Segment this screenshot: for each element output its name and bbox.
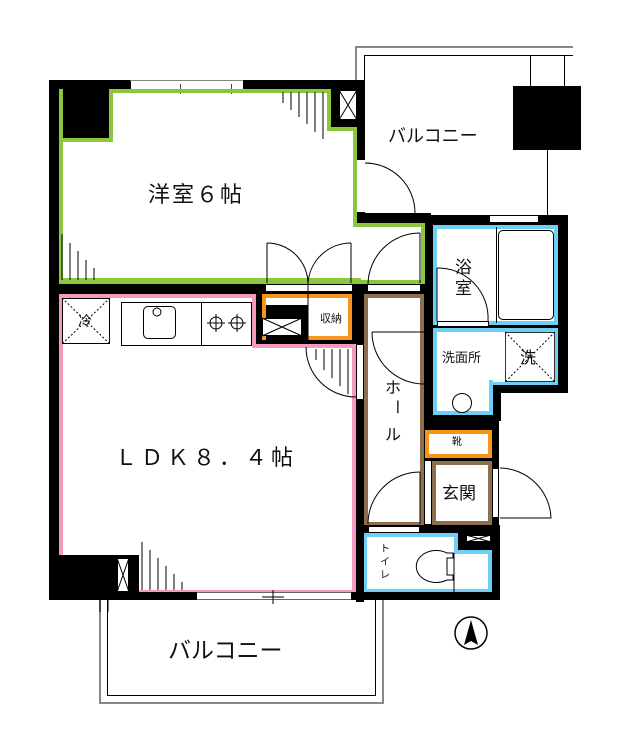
counter-divider — [201, 302, 202, 346]
entrance-step — [424, 460, 432, 525]
washroom-label: 洗面所 — [442, 351, 482, 366]
ldk-top-left — [59, 294, 255, 298]
wall — [111, 80, 131, 90]
compass-icon — [454, 616, 488, 650]
toilet-label-2: イ — [380, 557, 390, 568]
front-door-gap — [492, 468, 499, 518]
western-room-edge — [109, 89, 331, 93]
bathroom-label-bottom: 室 — [455, 279, 472, 299]
balcony-bottom-outer — [99, 600, 384, 704]
balcony-top-outline — [355, 46, 573, 49]
western-room-edge — [59, 138, 113, 142]
shoe-storage — [425, 430, 492, 458]
western-room-bottom — [59, 280, 425, 284]
hall-bottom-gap — [368, 526, 420, 533]
toilet-tank-area — [454, 550, 492, 593]
ldk-label: ＬＤＫ８．４帖 — [115, 446, 298, 471]
western-room-edge — [353, 127, 357, 227]
ldk-door-gap — [356, 344, 364, 400]
ldk-kitchen-edge — [252, 344, 356, 348]
hall — [364, 294, 424, 526]
balcony-top-label: バルコニー — [388, 126, 478, 147]
pillar-line — [530, 55, 531, 86]
hall-label-3: ル — [385, 425, 402, 444]
balcony-top-outer-left — [355, 46, 357, 86]
sink — [143, 306, 176, 339]
western-room-edge — [353, 223, 425, 227]
window-bottom — [197, 592, 351, 600]
wall — [49, 80, 61, 600]
bathtub-divider — [496, 227, 497, 323]
balcony-bottom-inner — [107, 600, 376, 696]
bathtub — [498, 230, 554, 320]
hall-label-2: ー — [387, 399, 406, 415]
hall-label-1: ホ — [385, 378, 402, 397]
balcony-bottom-label: バルコニー — [168, 638, 283, 664]
wall — [357, 213, 431, 223]
toilet-label-3: レ — [380, 570, 390, 581]
kitchen-counter — [121, 302, 252, 346]
door-gap — [368, 284, 420, 292]
wall — [356, 292, 364, 602]
wall — [493, 385, 501, 421]
wall — [243, 80, 365, 90]
door-gap — [266, 284, 352, 292]
western-room-label: 洋室６帖 — [148, 183, 245, 208]
washer-box — [505, 332, 555, 382]
bathroom-door-gap — [437, 321, 489, 327]
bathroom-window — [489, 215, 539, 223]
washer-label: 洗 — [520, 348, 537, 367]
shoe-storage-label: 靴 — [452, 437, 462, 448]
ldk-kitchen-edge — [252, 294, 256, 348]
sink-basin — [452, 393, 472, 413]
entrance-label: 玄関 — [442, 484, 476, 504]
balcony-pillar — [513, 86, 581, 150]
western-room-edge — [327, 89, 331, 131]
storage-label: 収納 — [320, 312, 342, 325]
western-room-edge — [109, 89, 113, 141]
western-room-edge — [327, 127, 357, 131]
toilet-label-1: ト — [380, 544, 390, 555]
wall — [493, 385, 568, 393]
pillar-line — [547, 150, 548, 220]
entrance — [432, 461, 492, 525]
western-room-edge — [421, 223, 425, 283]
pillar-line — [564, 55, 565, 86]
